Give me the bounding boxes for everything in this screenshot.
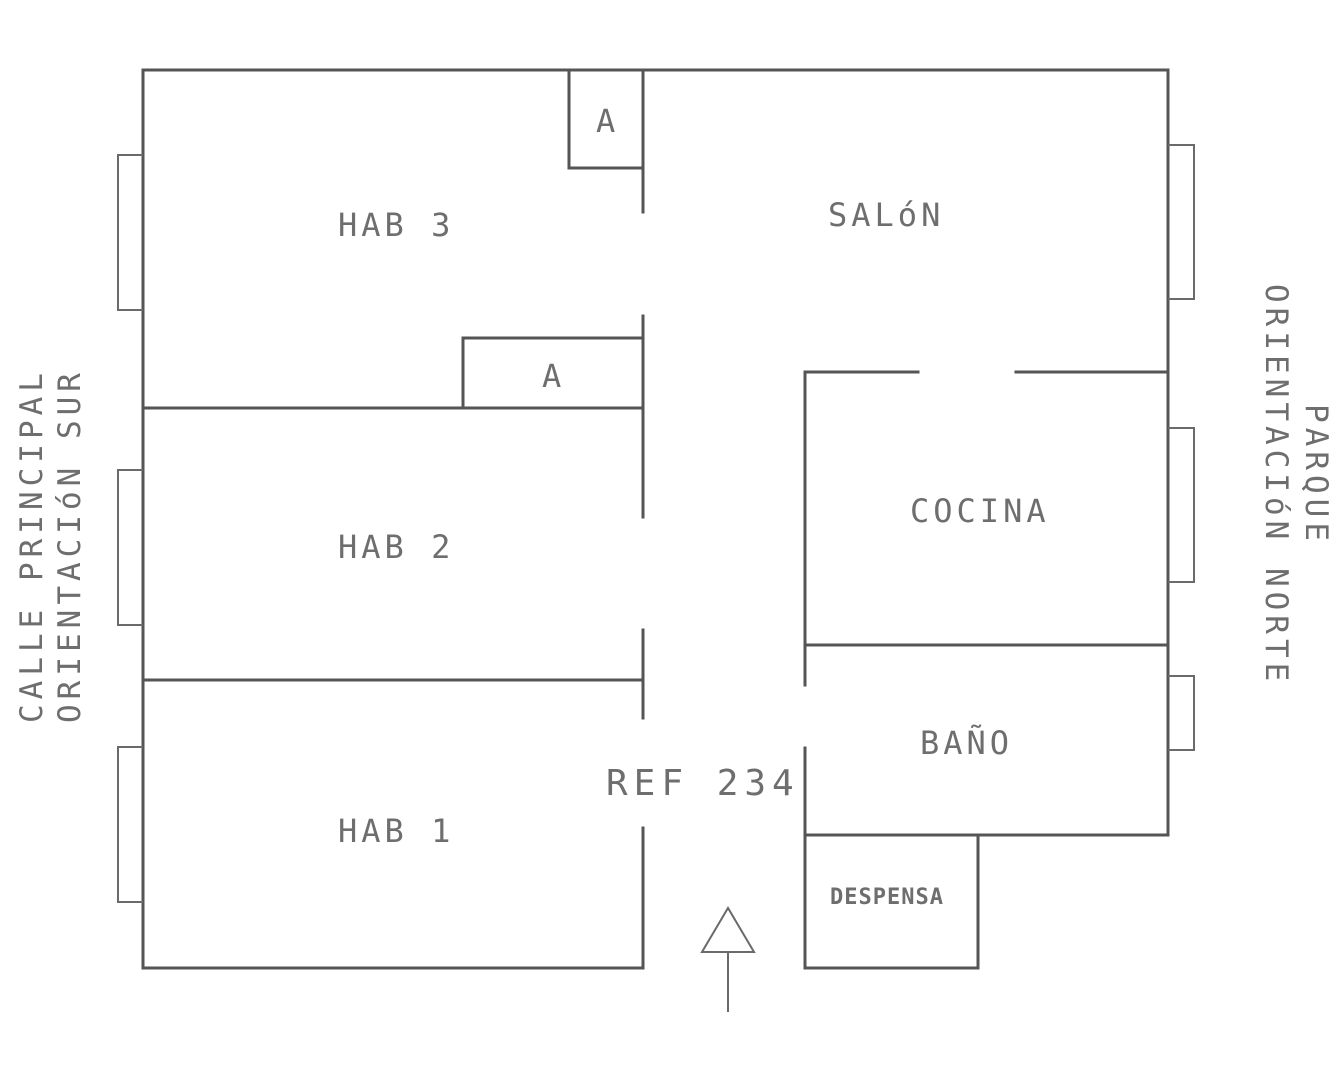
- right-orientation-line1: PARQUE: [1298, 404, 1334, 546]
- room-label-salon: SALóN: [828, 196, 944, 234]
- right-orientation-line2: ORIENTACIóN NORTE: [1258, 284, 1294, 686]
- room-label-bano: BAÑO: [920, 724, 1013, 762]
- entrance-arrow-icon: [700, 906, 756, 1012]
- wardrobe-label-middle: A: [542, 357, 565, 395]
- wardrobe-top: [567, 68, 645, 170]
- room-label-hab1: HAB 1: [338, 812, 454, 850]
- interior-walls-kitchen: [803, 370, 1170, 970]
- left-orientation-line2: ORIENTACIóN SUR: [52, 368, 88, 723]
- wardrobe-label-top: A: [596, 102, 619, 140]
- room-label-hab3: HAB 3: [338, 206, 454, 244]
- room-label-hab2: HAB 2: [338, 528, 454, 566]
- interior-walls-bedrooms: [141, 68, 645, 970]
- room-label-despensa: DESPENSA: [830, 885, 944, 910]
- reference-label: REF 234: [606, 763, 800, 804]
- room-label-cocina: COCINA: [910, 492, 1050, 530]
- left-orientation-label: CALLE PRINCIPAL ORIENTACIóN SUR: [14, 368, 88, 723]
- right-orientation-label: PARQUE ORIENTACIóN NORTE: [1258, 284, 1334, 686]
- windows-right: [1168, 144, 1195, 751]
- wardrobe-middle: [461, 336, 645, 410]
- left-orientation-line1: CALLE PRINCIPAL: [14, 368, 50, 723]
- outer-walls: [141, 68, 1170, 970]
- windows-left: [117, 154, 143, 903]
